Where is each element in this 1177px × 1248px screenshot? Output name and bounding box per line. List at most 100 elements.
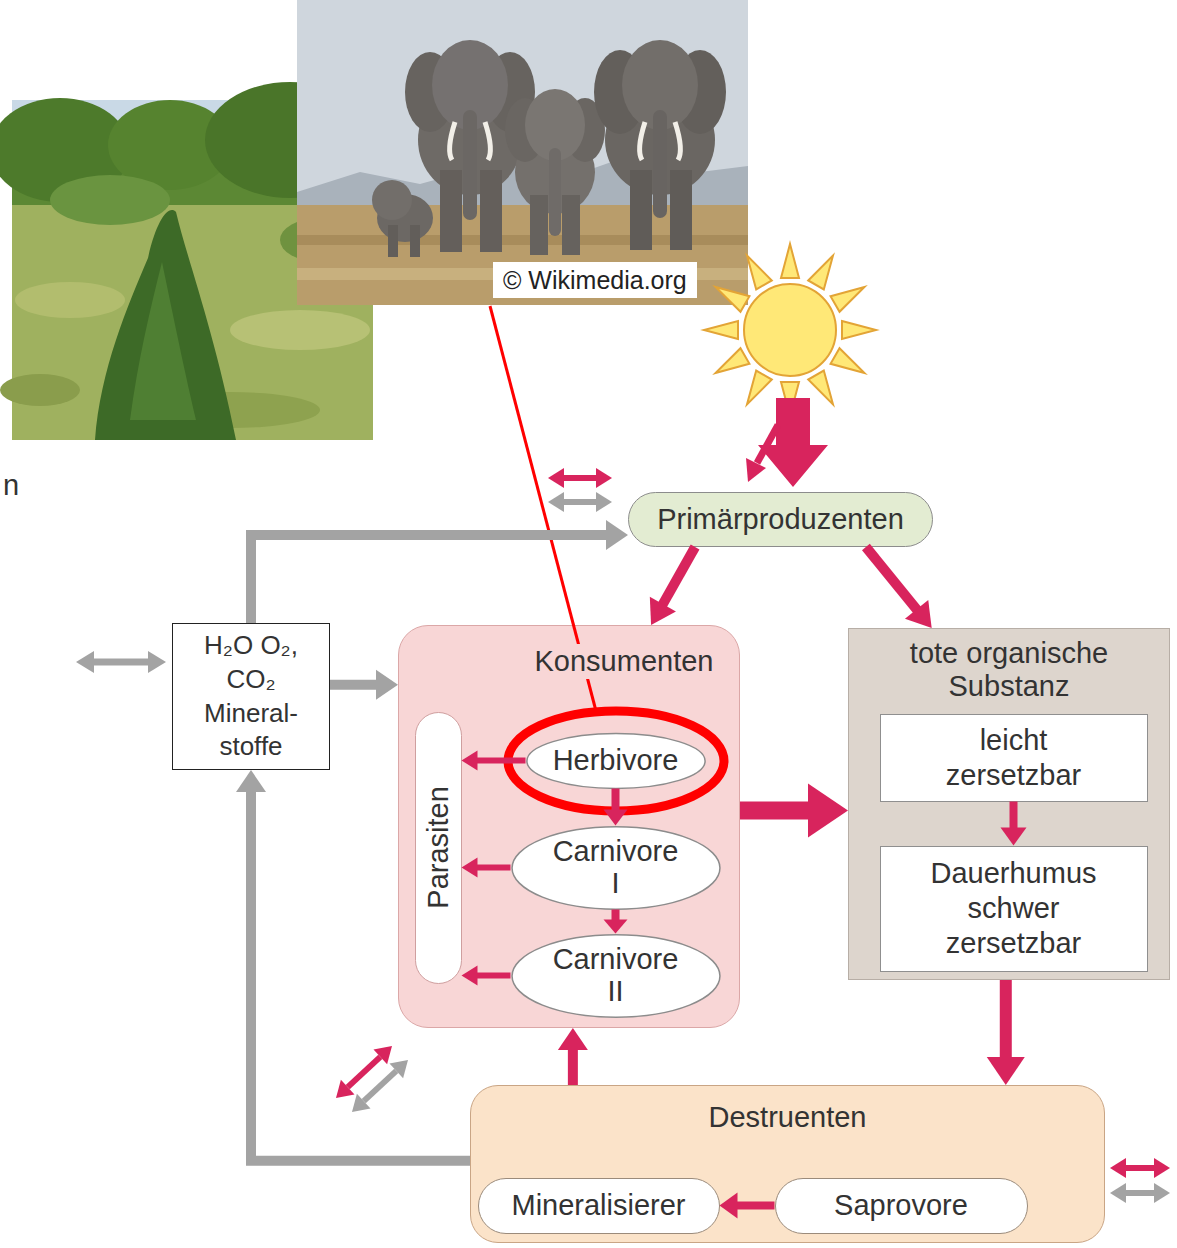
exchange-arrow xyxy=(336,1046,408,1112)
decomposer-band: DestruentenMineralisierer Saprovore xyxy=(470,1085,1105,1243)
exchange-arrow xyxy=(1110,1183,1126,1203)
exchange-arrow xyxy=(352,1094,371,1112)
juniper-photo xyxy=(0,374,80,406)
exchange-arrow xyxy=(562,499,598,505)
elephant xyxy=(670,170,692,250)
flow-line xyxy=(251,535,608,623)
flow-line xyxy=(476,865,511,871)
flow-arrow xyxy=(740,783,848,837)
exchange-arrow xyxy=(348,1057,381,1087)
elephant xyxy=(463,110,477,220)
elephant-photo xyxy=(297,0,748,305)
exchange-arrow xyxy=(1124,1165,1156,1171)
sunlight-arrow xyxy=(757,425,778,463)
sun-symbol xyxy=(808,371,841,409)
arrowhead xyxy=(987,1057,1025,1085)
sun-symbol xyxy=(739,251,772,289)
elephant xyxy=(485,122,490,160)
resource-box: H₂O O₂, CO₂ Mineral- stoffe xyxy=(172,623,330,770)
flow-arrow xyxy=(987,980,1025,1085)
flow-line xyxy=(476,758,526,764)
node-label: Mineralisierer xyxy=(511,1188,685,1223)
trophic-oval: Herbivore xyxy=(526,733,706,789)
juniper-photo xyxy=(95,210,236,440)
flow-line xyxy=(1000,980,1012,1059)
producer-pill: Primärproduzenten xyxy=(628,492,933,547)
sun-symbol xyxy=(831,279,869,312)
cropped-letter: n xyxy=(3,468,19,503)
exchange-arrow xyxy=(596,492,612,512)
sun-symbol xyxy=(711,348,749,381)
flow-line xyxy=(568,1048,578,1085)
arrowhead xyxy=(376,670,398,700)
elephant xyxy=(450,122,455,160)
sun-symbol xyxy=(704,244,876,416)
elephant xyxy=(562,195,580,255)
sun-symbol xyxy=(739,371,772,409)
exchange-arrow xyxy=(548,468,564,488)
flow-line xyxy=(1010,802,1018,830)
flow-arrow xyxy=(650,547,695,625)
flow-line xyxy=(476,973,511,979)
exchange-arrow xyxy=(390,1060,409,1078)
flow-arrow xyxy=(558,1028,588,1085)
flow-line xyxy=(330,680,378,690)
elephant xyxy=(480,170,502,252)
exchange-arrow xyxy=(148,651,166,673)
sunlight-arrow xyxy=(746,398,828,487)
sun-symbol xyxy=(704,321,738,339)
humus-box: leicht zersetzbar xyxy=(880,714,1148,802)
oval-outline xyxy=(512,934,720,1016)
node-label: Herbivore xyxy=(553,745,679,777)
copyright-label: © Wikimedia.org xyxy=(493,262,697,298)
exchange-arrow xyxy=(1154,1158,1170,1178)
juniper-photo xyxy=(230,310,370,350)
trophic-oval: Carnivore I xyxy=(511,826,721,910)
exchange-arrow xyxy=(1110,1158,1170,1203)
juniper-photo xyxy=(130,262,196,420)
sun-symbol xyxy=(831,348,869,381)
elephant xyxy=(372,180,412,220)
exchange-arrow xyxy=(1154,1183,1170,1203)
parasite-pill: Parasiten xyxy=(415,712,462,984)
sun-symbol xyxy=(808,251,841,289)
node-label: Carnivore II xyxy=(550,944,682,1008)
elephant xyxy=(549,148,561,236)
flow-line xyxy=(662,547,695,606)
elephant-photo xyxy=(297,0,748,305)
oval-outline xyxy=(512,826,720,908)
flow-line xyxy=(736,1202,775,1210)
elephant xyxy=(640,122,645,160)
arrowhead xyxy=(650,597,676,625)
elephant xyxy=(388,225,398,257)
node-label: Destruenten xyxy=(709,1100,867,1135)
elephant xyxy=(440,170,462,252)
decomposer-pill: Saprovore xyxy=(775,1178,1028,1234)
oval-outline xyxy=(526,733,704,788)
juniper-photo xyxy=(50,175,170,225)
arrowhead xyxy=(808,783,848,837)
node-label: Primärproduzenten xyxy=(657,502,904,537)
flow-arrow xyxy=(866,547,932,628)
exchange-arrow xyxy=(92,659,150,666)
exchange-arrow xyxy=(76,651,166,673)
node-label: Parasiten xyxy=(421,786,456,909)
elephant xyxy=(530,195,548,255)
sunlight-arrow xyxy=(746,458,766,482)
sun-symbol xyxy=(744,284,836,376)
elephant xyxy=(505,89,605,255)
arrowhead xyxy=(606,520,628,550)
node-label: tote organische Substanz xyxy=(884,637,1134,704)
flow-line xyxy=(612,789,620,812)
consumer-panel: KonsumentenParasitenHerbivoreCarnivore I… xyxy=(398,625,740,1028)
node-label: Saprovore xyxy=(834,1188,968,1223)
exchange-arrow xyxy=(548,468,612,512)
elephant xyxy=(630,170,652,250)
exchange-arrow xyxy=(596,468,612,488)
arrowhead xyxy=(905,600,932,628)
node-label: Carnivore I xyxy=(550,836,682,900)
exchange-arrow xyxy=(1110,1158,1126,1178)
exchange-arrow xyxy=(562,475,598,481)
arrowhead xyxy=(236,770,266,792)
exchange-arrow xyxy=(1124,1190,1156,1196)
